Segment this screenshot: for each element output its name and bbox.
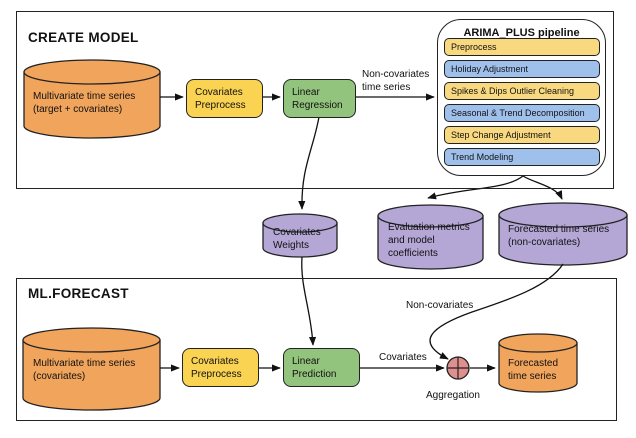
arrow-regression-to-weights [298,116,320,210]
evaluation-metrics-label: Evaluation metrics and model coefficient… [388,221,470,260]
multivariate-target-label: Multivariate time series (target + covar… [33,90,135,116]
label-line: Weights [273,240,309,251]
aggregation-node [446,356,470,380]
label-line: and model [388,235,435,246]
pipeline-step-step-change: Step Change Adjustment [444,126,600,144]
pipeline-step-holiday-adjustment: Holiday Adjustment [444,60,600,78]
cylinder-forecasted-time-series [498,333,578,393]
label-line: Covariates [195,86,243,98]
label-line: Forecasted [508,358,559,369]
plus-cross-icon [447,357,469,379]
covariates-preprocess-box-bottom: Covariates Preprocess [182,348,259,387]
cylinder-multivariate-target [23,59,161,139]
arima-plus-pipeline-container: ARIMA_PLUS pipeline Preprocess Holiday A… [437,19,606,176]
label-line: (non-covariates) [508,237,581,248]
aggregation-label: Aggregation [426,390,480,401]
label-line: Covariates [273,227,321,238]
cylinder-covariates-weights [262,213,338,258]
label-line: Covariates [191,355,239,367]
pipeline-step-seasonal-trend: Seasonal & Trend Decomposition [444,104,600,122]
covariates-weights-label: Covariates Weights [273,226,321,252]
covariates-preprocess-box-top: Covariates Preprocess [186,79,263,118]
create-model-section-box [16,11,614,189]
label-line: Non-covariates [362,69,430,80]
non-covariates-arrow-label: Non-covariates [406,300,474,311]
label-line: coefficients [388,248,438,259]
label-line: time series [362,82,411,93]
create-model-title: CREATE MODEL [28,30,139,45]
linear-regression-box: Linear Regression [283,79,356,118]
label-line: Prediction [292,368,337,380]
cylinder-multivariate-covariates [22,327,161,411]
label-line: Preprocess [195,99,246,111]
multivariate-covariates-label: Multivariate time series (covariates) [33,357,135,383]
pipeline-step-spikes-dips: Spikes & Dips Outlier Cleaning [444,82,600,100]
forecasted-output-label: Forecasted time series [508,357,558,383]
label-line: Linear [292,355,320,367]
label-line: Evaluation metrics [388,222,470,233]
cylinder-forecasted-non-covariates [498,202,628,266]
label-line: (covariates) [33,371,86,382]
ml-forecast-title: ML.FORECAST [28,286,129,301]
arrow-forecast-nc-to-aggregation [429,263,564,360]
pipeline-step-preprocess: Preprocess [444,38,600,56]
label-line: time series [508,371,557,382]
arrow-weights-to-prediction [301,256,317,346]
label-line: Forecasted time series [508,224,610,235]
cylinder-evaluation-metrics [377,204,484,270]
ml-forecast-section-box [16,278,617,421]
arrow-pipeline-to-forecast-nc [522,175,563,200]
arima-plus-pipeline-title: ARIMA_PLUS pipeline [463,27,580,39]
non-covariates-time-series-label: Non-covariates time series [362,68,429,94]
linear-prediction-box: Linear Prediction [283,348,360,387]
forecasted-non-covariates-label: Forecasted time series (non-covariates) [508,223,609,249]
label-line: Preprocess [191,368,242,380]
label-line: Multivariate time series [33,91,136,102]
pipeline-step-trend-modeling: Trend Modeling [444,148,600,166]
label-line: Linear [292,86,320,98]
covariates-arrow-label: Covariates [379,352,427,363]
label-line: Multivariate time series [33,358,136,369]
label-line: Regression [292,99,343,111]
label-line: (target + covariates) [33,104,123,115]
